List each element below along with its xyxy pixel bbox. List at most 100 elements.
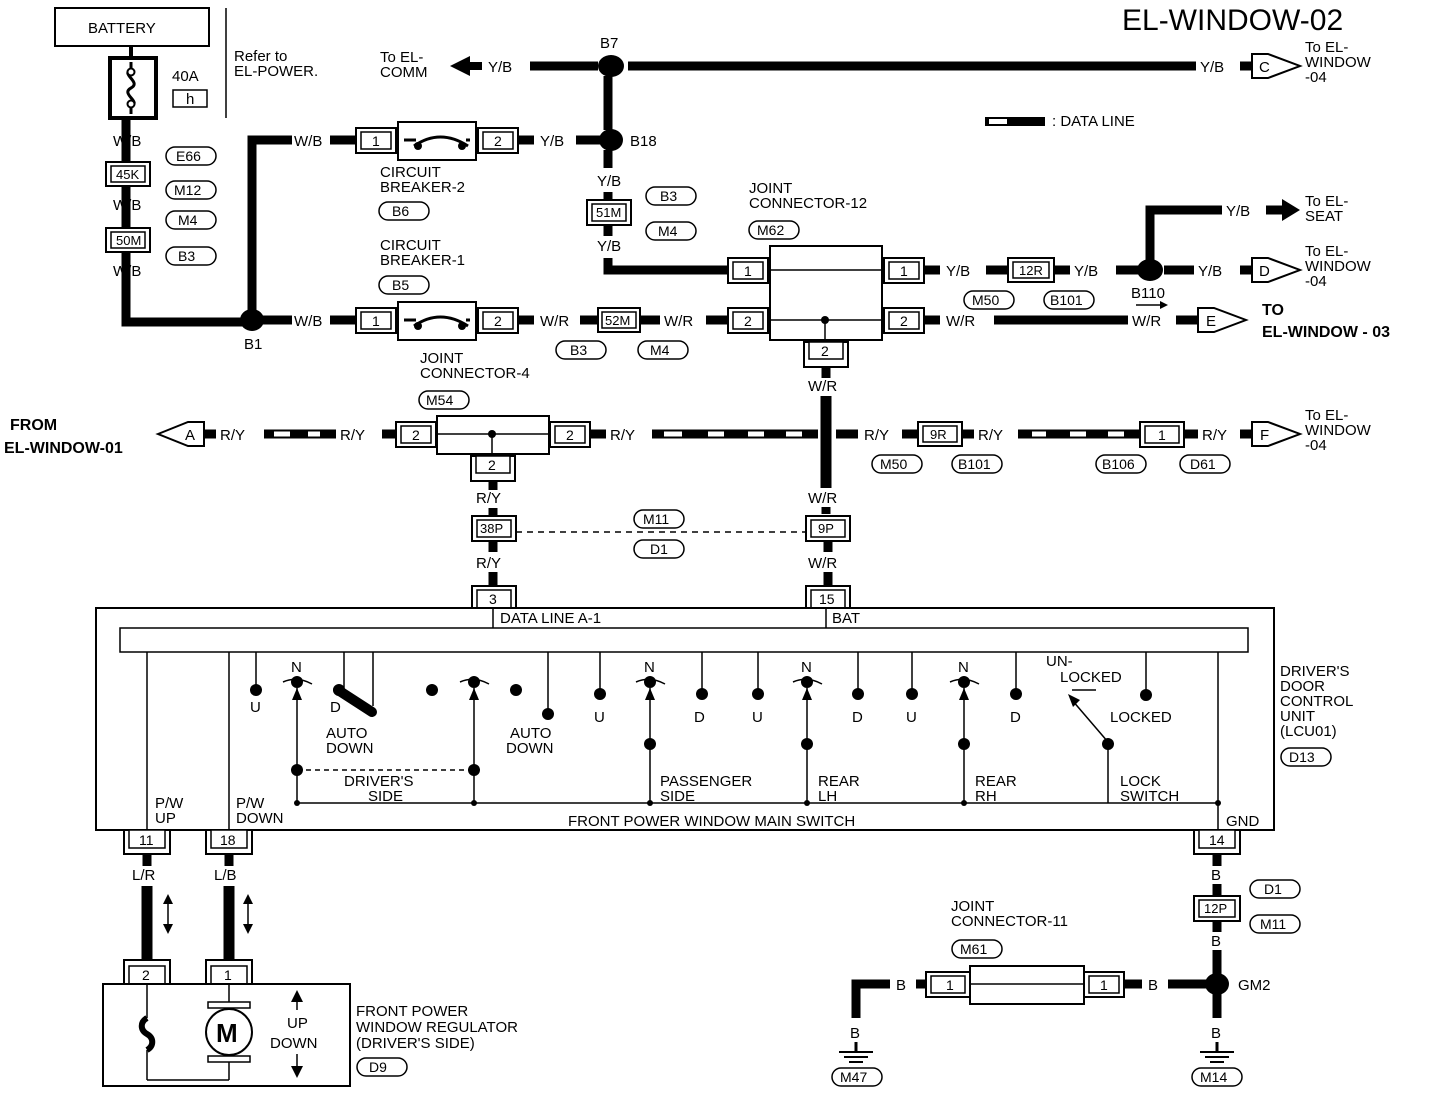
wire-label-ry: R/Y bbox=[1202, 427, 1227, 444]
to-f-label-3: -04 bbox=[1305, 437, 1327, 454]
connector-45k: 45K bbox=[105, 161, 151, 187]
drivers-side-label-2: SIDE bbox=[368, 788, 403, 805]
to-comm-label-1: To EL- bbox=[380, 49, 423, 66]
wire-label-b: B bbox=[896, 977, 906, 994]
to-c-label-2: WINDOW bbox=[1305, 54, 1372, 71]
fuse-rating: 40A bbox=[172, 68, 199, 85]
unlocked-label-1: UN- bbox=[1046, 653, 1073, 670]
pw-down-label-2: DOWN bbox=[236, 810, 284, 827]
tag-m12-label: M12 bbox=[174, 182, 201, 198]
rear-rh-label-1: REAR bbox=[975, 773, 1017, 790]
wire-label-yb: Y/B bbox=[597, 238, 621, 255]
tag-b3-52m: B3 bbox=[555, 340, 607, 360]
jc12-tag: M62 bbox=[757, 222, 784, 238]
to-comm-label-2: COMM bbox=[380, 64, 428, 81]
pw-down-label-1: P/W bbox=[236, 795, 265, 812]
cb2-tag: B6 bbox=[392, 203, 409, 219]
wire-label-lb: L/B bbox=[214, 867, 237, 884]
jc4-pin-2-right: 2 bbox=[566, 427, 574, 443]
jc12-label-2: CONNECTOR-12 bbox=[749, 195, 867, 212]
offpage-d-label: D bbox=[1259, 263, 1270, 280]
tag-m4-52m-label: M4 bbox=[650, 342, 670, 358]
wire-label-b: B bbox=[1211, 933, 1221, 950]
connector-12p: 12P bbox=[1193, 895, 1241, 922]
to-f-label-2: WINDOW bbox=[1305, 422, 1372, 439]
pass-n-label: N bbox=[644, 659, 655, 676]
unit-outline bbox=[95, 607, 1275, 831]
offpage-e-label: E bbox=[1206, 313, 1216, 330]
connector-51m-label: 51M bbox=[596, 205, 621, 220]
offpage-a-label: A bbox=[185, 427, 195, 444]
main-switch-label: FRONT POWER WINDOW MAIN SWITCH bbox=[568, 813, 855, 830]
driver-d-label: D bbox=[330, 699, 341, 716]
fuse-code: h bbox=[186, 91, 194, 108]
connector-50m: 50M bbox=[105, 227, 151, 253]
jc12-pin-2-bottom: 2 bbox=[821, 343, 829, 359]
tag-m11-label: M11 bbox=[643, 511, 669, 527]
wire-label-ry: R/Y bbox=[476, 490, 501, 507]
connector-38p-label: 38P bbox=[480, 521, 503, 536]
tag-b3-label: B3 bbox=[178, 248, 195, 264]
arrow-to-seat bbox=[1282, 199, 1300, 221]
to-d-label-1: To EL- bbox=[1305, 243, 1348, 260]
tag-b101-9r: B101 bbox=[951, 454, 1003, 474]
wire-b1-cb2 bbox=[247, 135, 292, 322]
unit-data-line-label: DATA LINE A-1 bbox=[500, 610, 601, 627]
cb1-pin-1: 1 bbox=[372, 313, 380, 329]
motor-label: M bbox=[216, 1018, 238, 1048]
driver-u-label: U bbox=[250, 699, 261, 716]
arrow-to-comm bbox=[450, 56, 482, 76]
auto-down-1-label-1: AUTO bbox=[326, 725, 367, 742]
jc12-pin-2-left: 2 bbox=[744, 313, 752, 329]
jc11-tag: M61 bbox=[960, 941, 987, 957]
rear-lh-label-1: REAR bbox=[818, 773, 860, 790]
tag-d61: D61 bbox=[1179, 454, 1231, 474]
rearlh-u-label: U bbox=[752, 709, 763, 726]
offpage-e: E bbox=[1197, 307, 1249, 333]
ground-icon bbox=[839, 1051, 873, 1063]
tag-m4-52m: M4 bbox=[637, 340, 689, 360]
connector-38p: 38P bbox=[471, 515, 517, 542]
drivers-side-label-1: DRIVER'S bbox=[344, 773, 414, 790]
cb1-pin-2: 2 bbox=[494, 313, 502, 329]
unit-pin-3: 3 bbox=[489, 591, 497, 607]
tag-m11-gnd-label: M11 bbox=[1260, 916, 1286, 932]
regulator-name-2: WINDOW REGULATOR bbox=[356, 1019, 518, 1036]
wire-label-wr: W/R bbox=[808, 378, 837, 395]
wire-label-ry: R/Y bbox=[220, 427, 245, 444]
connector-d61-pin: 1 bbox=[1158, 427, 1166, 443]
jc4-pin-2-left: 2 bbox=[412, 427, 420, 443]
jc11-pin-1-left: 1 bbox=[946, 977, 954, 993]
pass-d-label: D bbox=[694, 709, 705, 726]
wire-label-yb: Y/B bbox=[540, 133, 564, 150]
front-power-window-regulator: 2 1 M UP DOWN FRONT POWER WINDOW REGULAT… bbox=[102, 959, 518, 1087]
jc11-label-1: JOINT bbox=[951, 898, 994, 915]
tag-d1: D1 bbox=[633, 539, 685, 559]
offpage-f-label: F bbox=[1260, 427, 1269, 444]
regulator-name-1: FRONT POWER bbox=[356, 1003, 468, 1020]
passenger-side-label-2: SIDE bbox=[660, 788, 695, 805]
unit-pin-11: 11 bbox=[139, 832, 154, 848]
unit-name-4: UNIT bbox=[1280, 708, 1315, 725]
lock-switch-label-1: LOCK bbox=[1120, 773, 1161, 790]
tag-b101-9r-label: B101 bbox=[958, 456, 991, 472]
tag-m50-12r: M50 bbox=[963, 290, 1015, 310]
wire-label-yb: Y/B bbox=[946, 263, 970, 280]
rearrh-u-label: U bbox=[906, 709, 917, 726]
jc4-tag: M54 bbox=[426, 392, 453, 408]
splice-b7-label: B7 bbox=[600, 35, 618, 52]
tag-m4-51m: M4 bbox=[645, 221, 697, 241]
tag-m4: M4 bbox=[165, 210, 217, 230]
auto-down-2-label-1: AUTO bbox=[510, 725, 551, 742]
to-f-label-1: To EL- bbox=[1305, 407, 1348, 424]
tag-m50-12r-label: M50 bbox=[972, 292, 999, 308]
tag-m14: M14 bbox=[1191, 1067, 1243, 1087]
cb1-tag: B5 bbox=[392, 277, 409, 293]
to-d-label-2: WINDOW bbox=[1305, 258, 1372, 275]
jc12-pin-1-left: 1 bbox=[744, 263, 752, 279]
connector-9p-label: 9P bbox=[818, 521, 834, 536]
jc11-label-2: CONNECTOR-11 bbox=[951, 913, 1068, 930]
to-e-label-1: TO bbox=[1262, 302, 1284, 319]
auto-down-2-label-2: DOWN bbox=[506, 740, 554, 757]
cb1-label-1: CIRCUIT bbox=[380, 237, 441, 254]
